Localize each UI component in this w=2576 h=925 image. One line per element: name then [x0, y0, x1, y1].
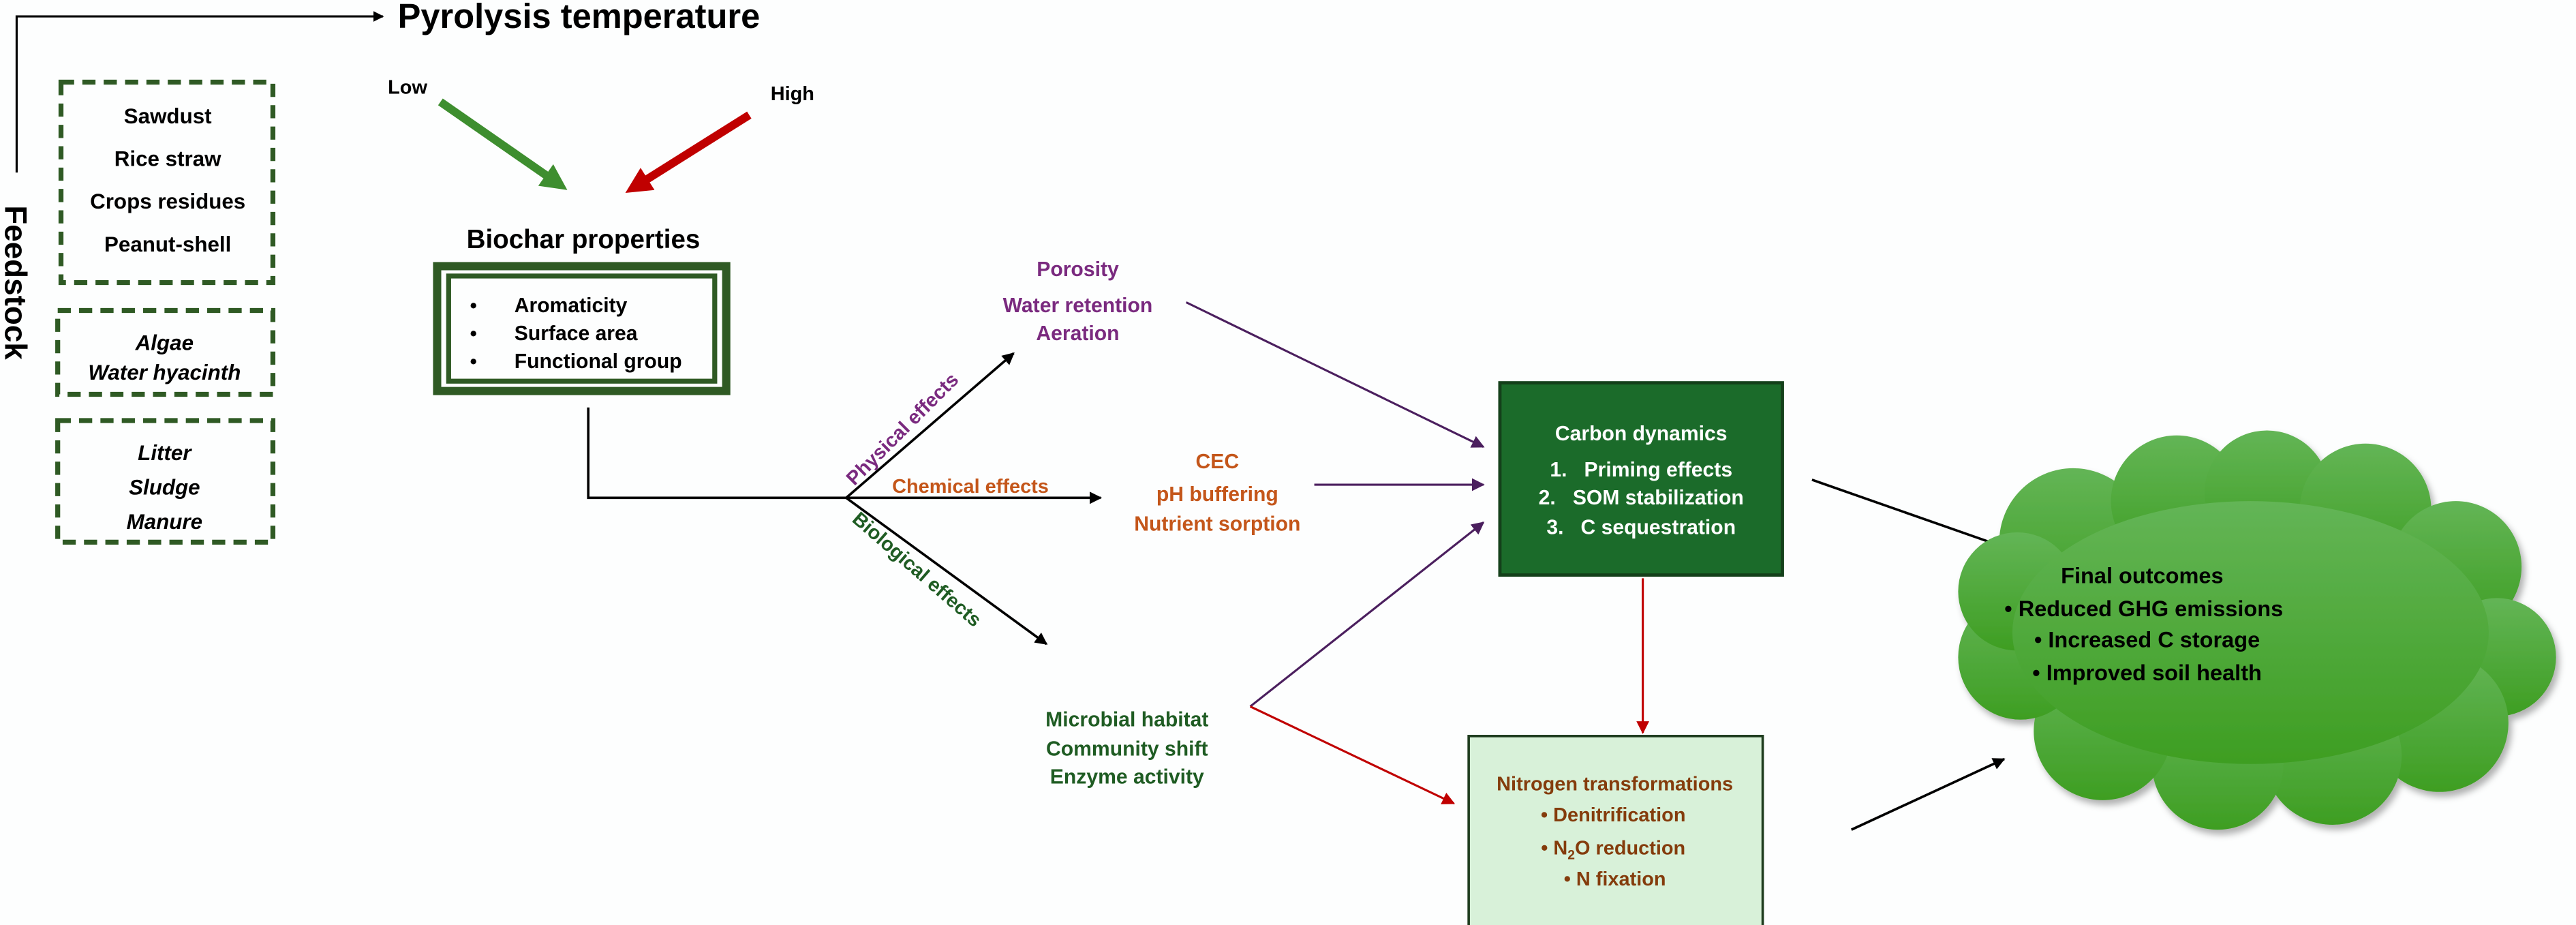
bullet: •: [470, 323, 477, 345]
physical-to-carbon-arrow: [1185, 301, 1485, 449]
carbon-item: 2. SOM stabilization: [1539, 487, 1744, 509]
feedstock-box-waste: [55, 418, 276, 545]
biochar-properties-title: Biochar properties: [467, 225, 701, 254]
biochar-property: Aromaticity: [515, 294, 628, 317]
feedstock-item: Manure: [127, 510, 202, 534]
carbon-to-outcomes-arrow: [1811, 479, 2006, 549]
physical-effect-item: Porosity: [1037, 258, 1119, 281]
biological-effect-item: Microbial habitat: [1045, 708, 1208, 731]
carbon-dynamics-title: Carbon dynamics: [1555, 423, 1728, 445]
high-temperature-arrow: [625, 111, 752, 193]
biochar-connector: [587, 407, 846, 500]
feedstock-item: Sludge: [129, 476, 200, 500]
chemical-effects-label: Chemical effects: [892, 476, 1049, 498]
outcome-item: • Improved soil health: [2032, 661, 2262, 685]
biological-to-nitrogen-arrow: [1249, 706, 1456, 805]
bullet: •: [470, 351, 477, 373]
chemical-effect-item: Nutrient sorption: [1134, 513, 1300, 536]
final-outcomes-title: Final outcomes: [2061, 564, 2224, 588]
biochar-property: Surface area: [515, 322, 638, 345]
feedstock-box-lignocellulosic: [58, 79, 276, 286]
carbon-dynamics-box: [1498, 381, 1784, 577]
feedstock-label: Feedstock: [0, 205, 33, 360]
feedstock-box-aquatic: [55, 307, 276, 397]
physical-effects-label: Physical effects: [842, 369, 963, 489]
carbon-item: 3. C sequestration: [1546, 516, 1736, 539]
biochar-properties-box: [433, 262, 731, 395]
high-temperature-label: High: [771, 83, 814, 105]
outcome-item: • Reduced GHG emissions: [2004, 596, 2283, 621]
feedstock-item: Algae: [135, 331, 194, 354]
nitrogen-to-outcomes-arrow: [1850, 757, 2006, 831]
biochar-inner-border: [446, 273, 718, 384]
low-temperature-arrow: [438, 98, 568, 190]
physical-effect-item: Aeration: [1036, 322, 1119, 345]
nitrogen-title: Nitrogen transformations: [1497, 773, 1733, 795]
final-outcomes-cloud: [1958, 430, 2556, 830]
pyrolysis-temperature-label: Pyrolysis temperature: [398, 0, 761, 35]
nitrogen-item-n2o: • N2O reduction: [1541, 837, 1685, 862]
outcome-item: • Increased C storage: [2034, 628, 2260, 652]
feedstock-item: Water hyacinth: [88, 361, 241, 384]
chemical-effect-item: CEC: [1196, 451, 1240, 473]
biological-effects-arrow: [845, 496, 1048, 646]
physical-effect-item: Water retention: [1003, 294, 1153, 317]
biochar-property: Functional group: [515, 350, 682, 373]
carbon-item: 1. Priming effects: [1550, 459, 1732, 481]
chemical-effect-item: pH buffering: [1156, 483, 1278, 506]
biological-effects-label: Biological effects: [848, 508, 985, 631]
low-temperature-label: Low: [388, 76, 427, 98]
biological-effect-item: Community shift: [1046, 738, 1208, 761]
feedstock-to-temperature-arrow: [15, 11, 384, 173]
physical-effects-arrow: [845, 352, 1015, 499]
bullet: •: [470, 295, 477, 317]
feedstock-item: Crops residues: [90, 189, 245, 213]
biological-to-carbon-arrow: [1249, 521, 1485, 708]
biological-effect-item: Enzyme activity: [1050, 766, 1204, 789]
nitrogen-item: • N fixation: [1564, 868, 1666, 890]
nitrogen-transformations-box: [1467, 735, 1764, 925]
nitrogen-item: • Denitrification: [1541, 804, 1685, 826]
feedstock-item: Litter: [138, 441, 192, 465]
feedstock-item: Rice straw: [114, 147, 221, 170]
feedstock-item: Sawdust: [124, 104, 212, 128]
feedstock-item: Peanut-shell: [104, 232, 231, 256]
